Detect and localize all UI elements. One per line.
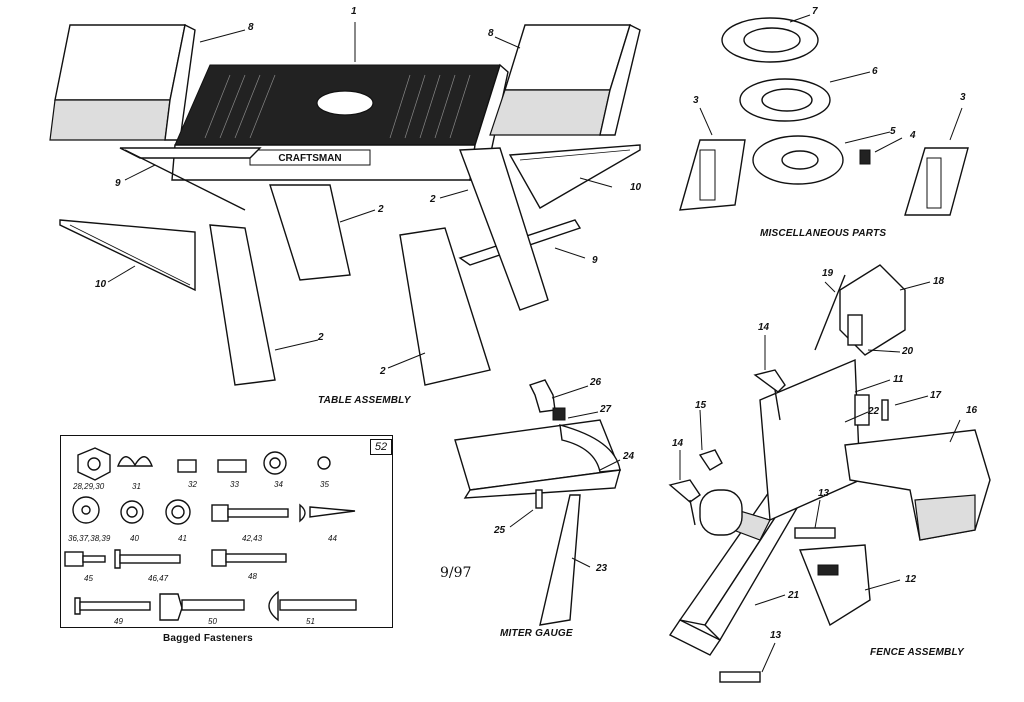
fastener-label: 42,43 xyxy=(242,534,263,543)
slide-plate-13a xyxy=(794,527,836,539)
callout-1: 1 xyxy=(351,6,357,17)
slide-plate-13b xyxy=(719,671,761,683)
callout-6: 6 xyxy=(872,66,878,77)
right-extension-wing xyxy=(489,24,641,136)
insert-ring-6 xyxy=(739,78,831,122)
fastener-label: 44 xyxy=(328,534,337,543)
fence-lock-12 xyxy=(798,544,871,627)
callout-2: 2 xyxy=(318,332,324,343)
callout-10: 10 xyxy=(630,182,642,193)
callout-11: 11 xyxy=(893,374,904,385)
fastener-label: 36,37,38,39 xyxy=(68,534,111,543)
callout-3: 3 xyxy=(960,92,966,103)
callout-14: 14 xyxy=(672,438,684,449)
fastener-label: 28,29,30 xyxy=(73,482,105,491)
callout-10: 10 xyxy=(95,279,107,290)
insert-ring-5 xyxy=(752,135,844,185)
fastener-label: 45 xyxy=(84,574,93,583)
fastener-label: 49 xyxy=(114,617,123,626)
date-code: 9/97 xyxy=(440,565,472,581)
fastener-label: 40 xyxy=(130,534,139,543)
fastener-label: 35 xyxy=(320,480,329,489)
brand-logo: CRAFTSMAN xyxy=(278,153,341,164)
right-bracket xyxy=(508,144,641,209)
fence-head-18 xyxy=(839,264,906,356)
leg-front-right xyxy=(399,227,491,386)
set-screw-4 xyxy=(859,149,871,165)
callout-23: 23 xyxy=(596,563,608,574)
callout-27: 27 xyxy=(600,404,612,415)
callout-13: 13 xyxy=(770,630,782,641)
miter-bar xyxy=(539,494,581,626)
leg-rear-right xyxy=(459,147,549,311)
fastener-label: 48 xyxy=(248,572,257,581)
callout-15: 15 xyxy=(695,400,707,411)
miter-knob xyxy=(529,379,556,413)
clamp-plate-left xyxy=(679,139,746,211)
fastener-label: 51 xyxy=(306,617,315,626)
fastener-label: 31 xyxy=(132,482,141,491)
table-assembly-caption: TABLE ASSEMBLY xyxy=(318,395,411,406)
miter-pin xyxy=(535,489,543,509)
callout-7: 7 xyxy=(812,6,818,17)
callout-5: 5 xyxy=(890,126,896,137)
fastener-label: 41 xyxy=(178,534,187,543)
fence-assembly-caption: FENCE ASSEMBLY xyxy=(870,647,964,658)
bagged-fasteners-caption: Bagged Fasteners xyxy=(163,633,253,644)
fastener-label: 33 xyxy=(230,480,239,489)
fastener-label: 50 xyxy=(208,617,217,626)
box-badge: 52 xyxy=(370,439,392,455)
leader-lines xyxy=(107,14,963,673)
callout-8: 8 xyxy=(488,28,494,39)
callout-26: 26 xyxy=(590,377,602,388)
fence-clamp-16 xyxy=(844,429,991,541)
fence-knob-15 xyxy=(698,449,723,471)
callout-18: 18 xyxy=(933,276,945,287)
callout-19: 19 xyxy=(822,268,834,279)
fence-knob-14b xyxy=(668,479,701,526)
fence-end-cap xyxy=(854,394,870,426)
fence-rod-19 xyxy=(814,274,846,351)
callout-2: 2 xyxy=(378,204,384,215)
insert-ring-7 xyxy=(721,17,819,63)
callout-2: 2 xyxy=(430,194,436,205)
main-table-top: CRAFTSMAN xyxy=(171,63,509,181)
callout-17: 17 xyxy=(930,390,942,401)
callout-9: 9 xyxy=(115,178,121,189)
misc-parts-caption: MISCELLANEOUS PARTS xyxy=(760,228,887,239)
callout-3: 3 xyxy=(693,95,699,106)
callout-2: 2 xyxy=(380,366,386,377)
fastener-label: 46,47 xyxy=(148,574,169,583)
callout-22: 22 xyxy=(868,406,880,417)
callout-21: 21 xyxy=(788,590,800,601)
left-side-rail xyxy=(119,147,262,159)
miter-pointer xyxy=(552,407,566,421)
fence-hub xyxy=(699,489,743,536)
leg-rear-left xyxy=(269,184,351,281)
callout-13: 13 xyxy=(818,488,830,499)
callout-14: 14 xyxy=(758,322,770,333)
clamp-plate-right xyxy=(904,147,969,216)
callout-8: 8 xyxy=(248,22,254,33)
left-bracket xyxy=(59,219,196,292)
callout-25: 25 xyxy=(494,525,506,536)
callout-20: 20 xyxy=(902,346,914,357)
callout-16: 16 xyxy=(966,405,978,416)
left-extension-wing xyxy=(49,23,196,141)
fence-pin-17 xyxy=(881,399,889,421)
bagged-fasteners-box xyxy=(60,435,393,628)
leg-front-left xyxy=(209,224,276,386)
miter-gauge-caption: MITER GAUGE xyxy=(500,628,573,639)
callout-12: 12 xyxy=(905,574,917,585)
callout-9: 9 xyxy=(592,255,598,266)
miter-gauge-body xyxy=(454,419,621,499)
fastener-label: 32 xyxy=(188,480,197,489)
fastener-icons xyxy=(64,447,357,622)
fence-knob-14a xyxy=(753,369,786,421)
callout-24: 24 xyxy=(623,451,635,462)
callout-4: 4 xyxy=(910,130,916,141)
fastener-label: 34 xyxy=(274,480,283,489)
